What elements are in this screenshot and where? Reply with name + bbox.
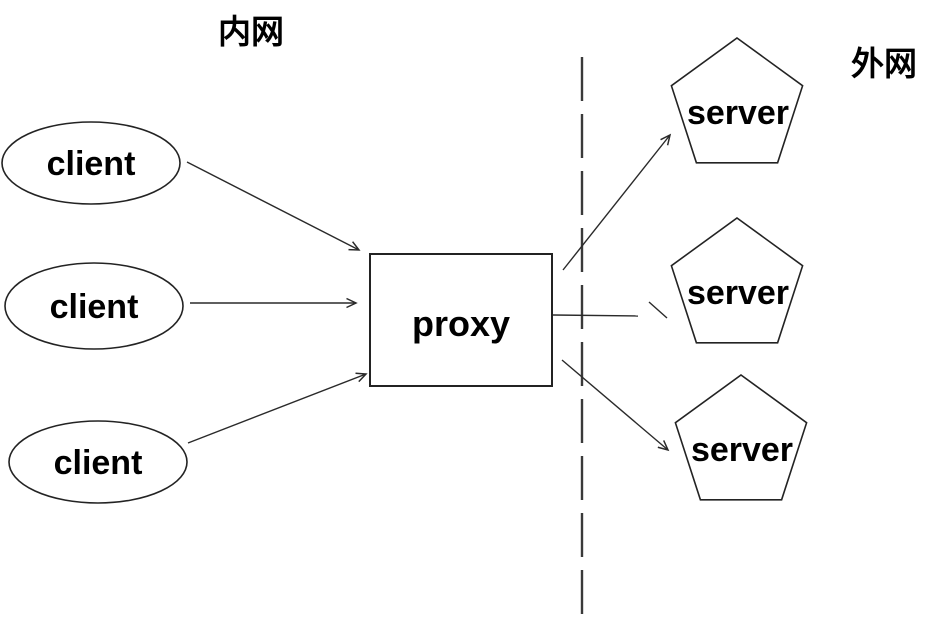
proxy-node [369,253,553,387]
server-node-1 [670,37,804,164]
client-node-1 [1,121,181,205]
edge-proxy-to-server2-arrowhead [648,301,668,319]
edge-proxy-to-server1 [562,133,672,271]
extranet-zone-label: 外网 [851,45,917,82]
proxy-label: proxy [412,303,510,344]
client-node-2 [4,262,184,350]
client-label-3: client [54,444,143,482]
server-label-2: server [687,274,789,312]
edge-client1-to-proxy [186,161,361,251]
edge-client3-to-proxy [187,372,368,444]
server-label-3: server [691,431,793,469]
client-label-2: client [50,288,139,326]
intranet-zone-label: 内网 [218,13,284,50]
edge-proxy-to-server2 [552,314,639,317]
client-node-3 [8,420,188,504]
client-label-1: client [47,145,136,183]
server-node-2 [670,217,804,344]
server-label-1: server [687,94,789,132]
edge-proxy-to-server3 [561,359,670,452]
server-node-3 [674,374,808,501]
